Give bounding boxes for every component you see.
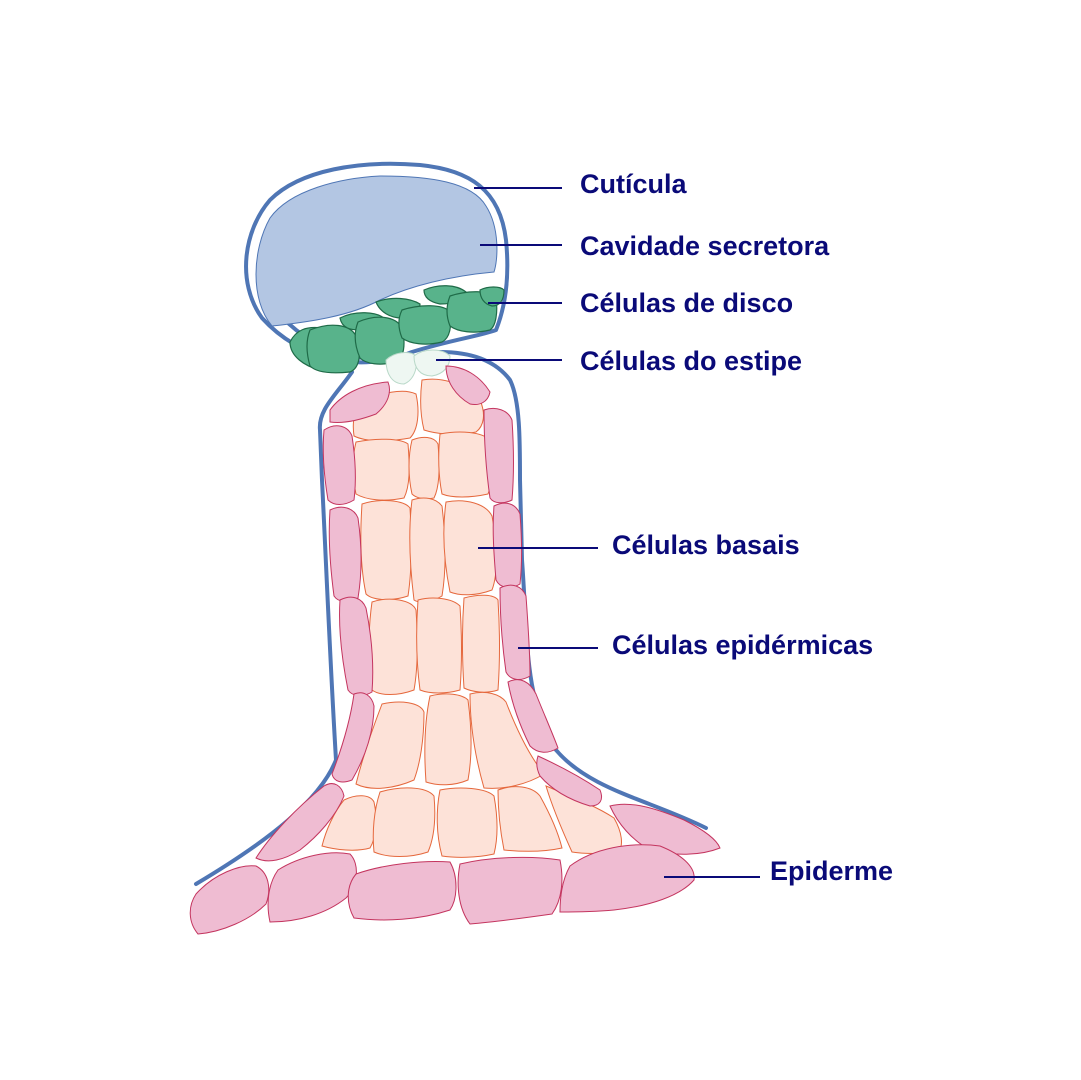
label-celulas-de-disco: Células de disco [580, 288, 793, 318]
basal-cell [408, 436, 440, 500]
epidermal-cell [507, 679, 559, 753]
labels: Cutícula Cavidade secretora Células de d… [580, 169, 893, 886]
epidermal-cell [492, 502, 522, 588]
epidermal-cell [338, 596, 374, 697]
epidermal-cell [329, 381, 390, 423]
label-epiderme: Epiderme [770, 856, 893, 886]
disc-cell [479, 286, 505, 307]
epidermal-cell [536, 755, 603, 807]
epidermal-cell [331, 692, 375, 783]
stalk-cell [385, 352, 417, 385]
epidermal-cell [609, 803, 721, 855]
secretory-cavity [255, 175, 498, 327]
stalk-cell [413, 349, 451, 377]
leader-lines [436, 187, 760, 878]
epidermal-cells [255, 365, 721, 862]
epidermal-cell [499, 584, 531, 680]
basal-cell [360, 500, 412, 601]
label-celulas-basais: Células basais [612, 530, 800, 560]
epidermal-cell [328, 506, 362, 603]
epidermis-cell [457, 856, 563, 925]
epidermis-cell [347, 861, 457, 921]
basal-cell [368, 598, 418, 695]
epidermis-cell [267, 852, 357, 923]
basal-cell [436, 787, 498, 858]
basal-cell [438, 431, 494, 498]
epidermal-cell [445, 365, 491, 405]
basal-cell [443, 500, 497, 596]
basal-cell [424, 693, 472, 786]
epidermal-cell [255, 783, 345, 862]
label-cuticula: Cutícula [580, 169, 687, 199]
label-celulas-do-estipe: Células do estipe [580, 346, 802, 376]
epidermis-cell [189, 865, 270, 935]
basal-cell [352, 438, 410, 501]
basal-cell [372, 787, 436, 857]
label-celulas-epidermicas: Células epidérmicas [612, 630, 873, 660]
basal-cell [497, 786, 563, 852]
disc-cell [398, 305, 452, 345]
basal-cell [462, 594, 500, 693]
epidermis-layer [189, 844, 695, 935]
basal-cell [416, 597, 462, 694]
disc-cell [306, 324, 360, 374]
label-cavidade-secretora: Cavidade secretora [580, 231, 830, 261]
basal-cell [321, 795, 377, 851]
epidermal-cell [483, 407, 514, 504]
basal-cell [409, 497, 446, 603]
stalk-cells [385, 349, 451, 385]
cuticle-head-outline [244, 161, 510, 365]
disc-cells [289, 285, 505, 374]
basal-cells [321, 378, 622, 858]
epidermal-cell [322, 425, 356, 505]
epidermis-cell [559, 844, 695, 913]
